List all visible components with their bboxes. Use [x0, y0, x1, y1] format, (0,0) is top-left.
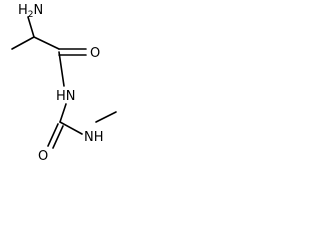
bonds	[11, 16, 117, 149]
amide-nh-label: HN	[56, 89, 76, 104]
amine-label: H2N	[18, 3, 43, 20]
carbonyl-oxygen-bottom-label: O	[38, 149, 48, 164]
bond-nh-methyl	[95, 111, 117, 123]
bond-urea-nh	[59, 121, 83, 135]
bond-methyl-alpha	[11, 36, 35, 50]
bond-urea-oxygen-b	[52, 125, 64, 149]
amine-hydrogen-count: 2	[28, 10, 34, 20]
methylamine-nh-label: NH	[84, 130, 104, 145]
amine-nitrogen: N	[34, 3, 44, 18]
amine-hydrogen: H	[18, 3, 28, 18]
bond-amide-nh-urea	[59, 103, 67, 123]
bond-urea-oxygen-a	[47, 123, 59, 147]
molecule-structure: H2N O HN O NH	[11, 3, 117, 164]
bond-alpha-amine	[27, 16, 35, 38]
bond-carbonyl-amide-nh	[58, 51, 65, 87]
bond-alpha-carbonyl	[33, 36, 60, 50]
carbonyl-oxygen-top-label: O	[90, 46, 100, 61]
atom-labels: H2N O HN O NH	[18, 3, 104, 164]
